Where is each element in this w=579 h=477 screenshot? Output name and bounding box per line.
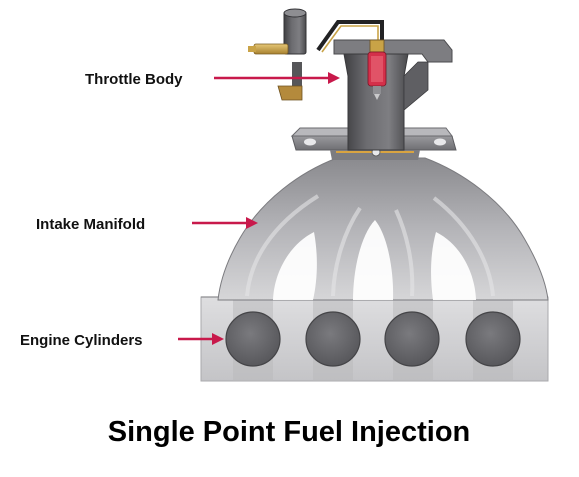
cylinder-1: [225, 311, 281, 367]
engine-cylinders-label: Engine Cylinders: [20, 332, 143, 349]
diagram-title: Single Point Fuel Injection: [108, 416, 471, 448]
engine-cylinders: [225, 311, 521, 367]
throttle-body-arrow: [214, 72, 340, 84]
intake-manifold-arrow: [192, 217, 258, 229]
cylinder-2: [305, 311, 361, 367]
cylinder-4: [465, 311, 521, 367]
fuel-injector: [367, 39, 387, 100]
intake-manifold: [217, 157, 549, 301]
intake-manifold-label: Intake Manifold: [36, 216, 145, 233]
engine-cylinders-arrow: [178, 333, 224, 345]
cylinder-3: [384, 311, 440, 367]
throttle-body-label: Throttle Body: [85, 71, 183, 88]
